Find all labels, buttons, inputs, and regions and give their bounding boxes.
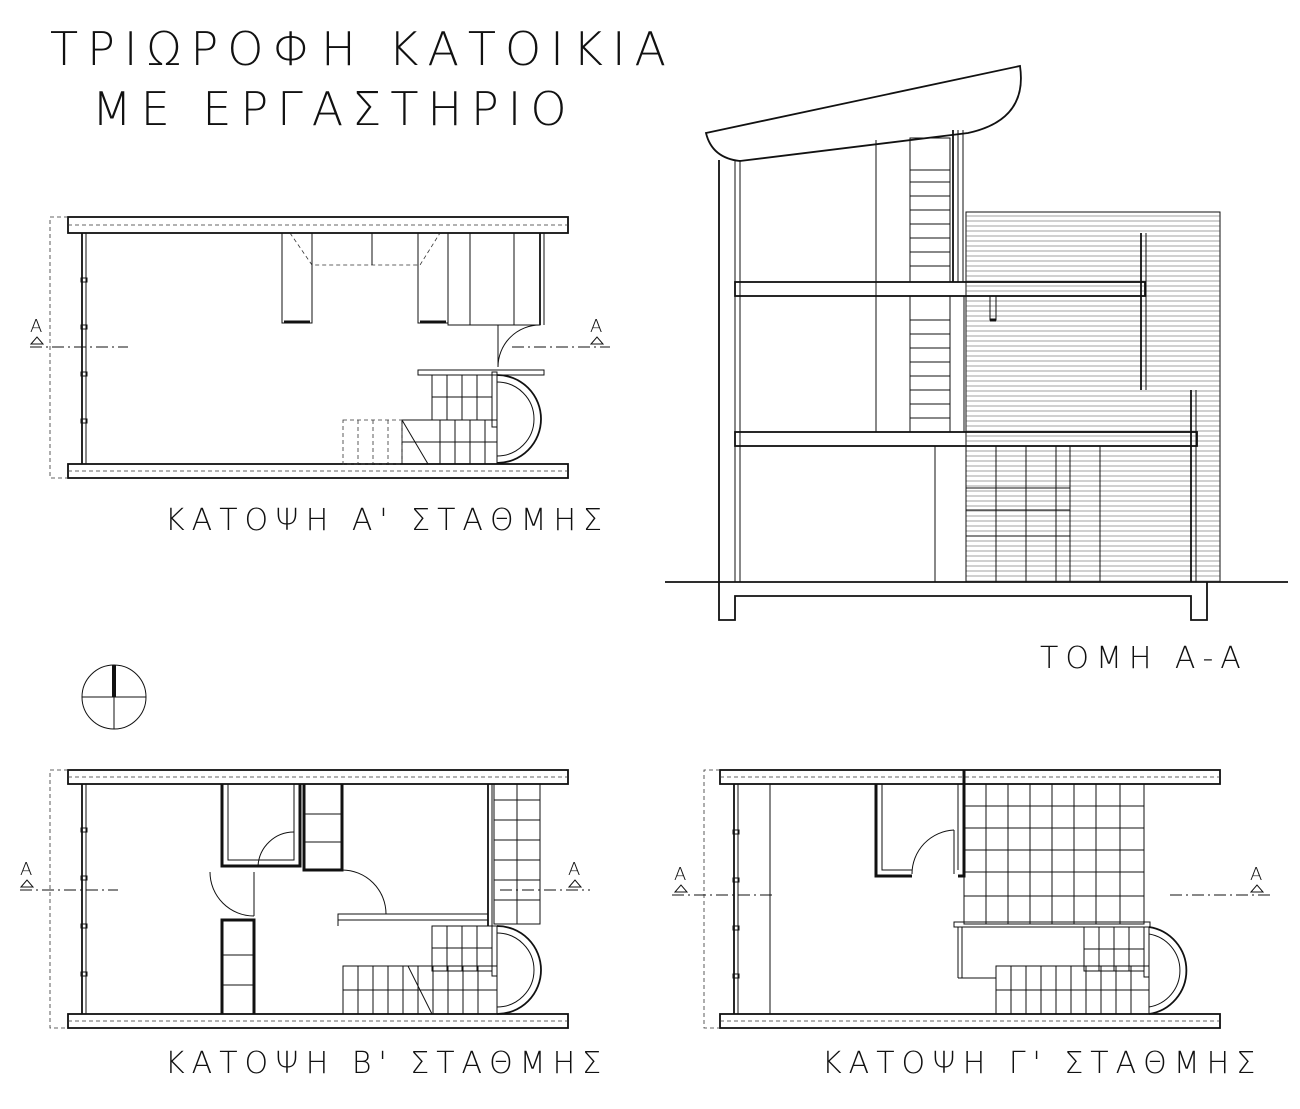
plan-a-section-mark-left: Α (30, 316, 42, 337)
section-slab-upper (734, 281, 1146, 297)
sheet-title-line1: ΤΡΙΩΡΟΦΗ ΚΑΤΟΙΚΙΑ (50, 22, 675, 76)
section-hatch (965, 211, 1221, 583)
plan-c-section-mark-right: Α (1250, 864, 1262, 885)
plan-b: Α Α (19, 769, 590, 1029)
plan-c: Α Α (672, 769, 1270, 1029)
plan-a-top-slab (67, 216, 569, 234)
plan-c-top-slab (719, 769, 1221, 785)
plan-c-terrace-grid (963, 783, 1145, 925)
plan-a-bottom-slab (67, 463, 569, 479)
plan-b-caption: ΚΑΤΟΨΗ Β' ΣΤΑΘΜΗΣ (165, 1046, 608, 1081)
section-roof (704, 64, 1022, 162)
plan-c-bottom-slab (719, 1013, 1221, 1029)
sheet-title-line2: ΜΕ ΕΡΓΑΣΤΗΡΙΟ (92, 82, 576, 136)
plan-a-caption: ΚΑΤΟΨΗ Α' ΣΤΑΘΜΗΣ (165, 503, 609, 538)
section-a-a (665, 64, 1288, 621)
plan-a: Α Α (29, 216, 610, 479)
plan-b-section-mark-left: Α (20, 859, 32, 880)
plan-b-section-mark-right: Α (568, 859, 580, 880)
section-stair-upper (910, 169, 950, 267)
plan-a-section-mark-right: Α (590, 316, 602, 337)
plan-c-caption: ΚΑΤΟΨΗ Γ' ΣΤΑΘΜΗΣ (822, 1046, 1262, 1081)
plan-b-top-slab (67, 769, 569, 785)
section-caption: ΤΟΜΗ Α-Α (1040, 641, 1248, 676)
plan-b-bottom-slab (67, 1013, 569, 1029)
plan-c-section-mark-left: Α (674, 864, 686, 885)
north-arrow-icon (81, 664, 147, 730)
